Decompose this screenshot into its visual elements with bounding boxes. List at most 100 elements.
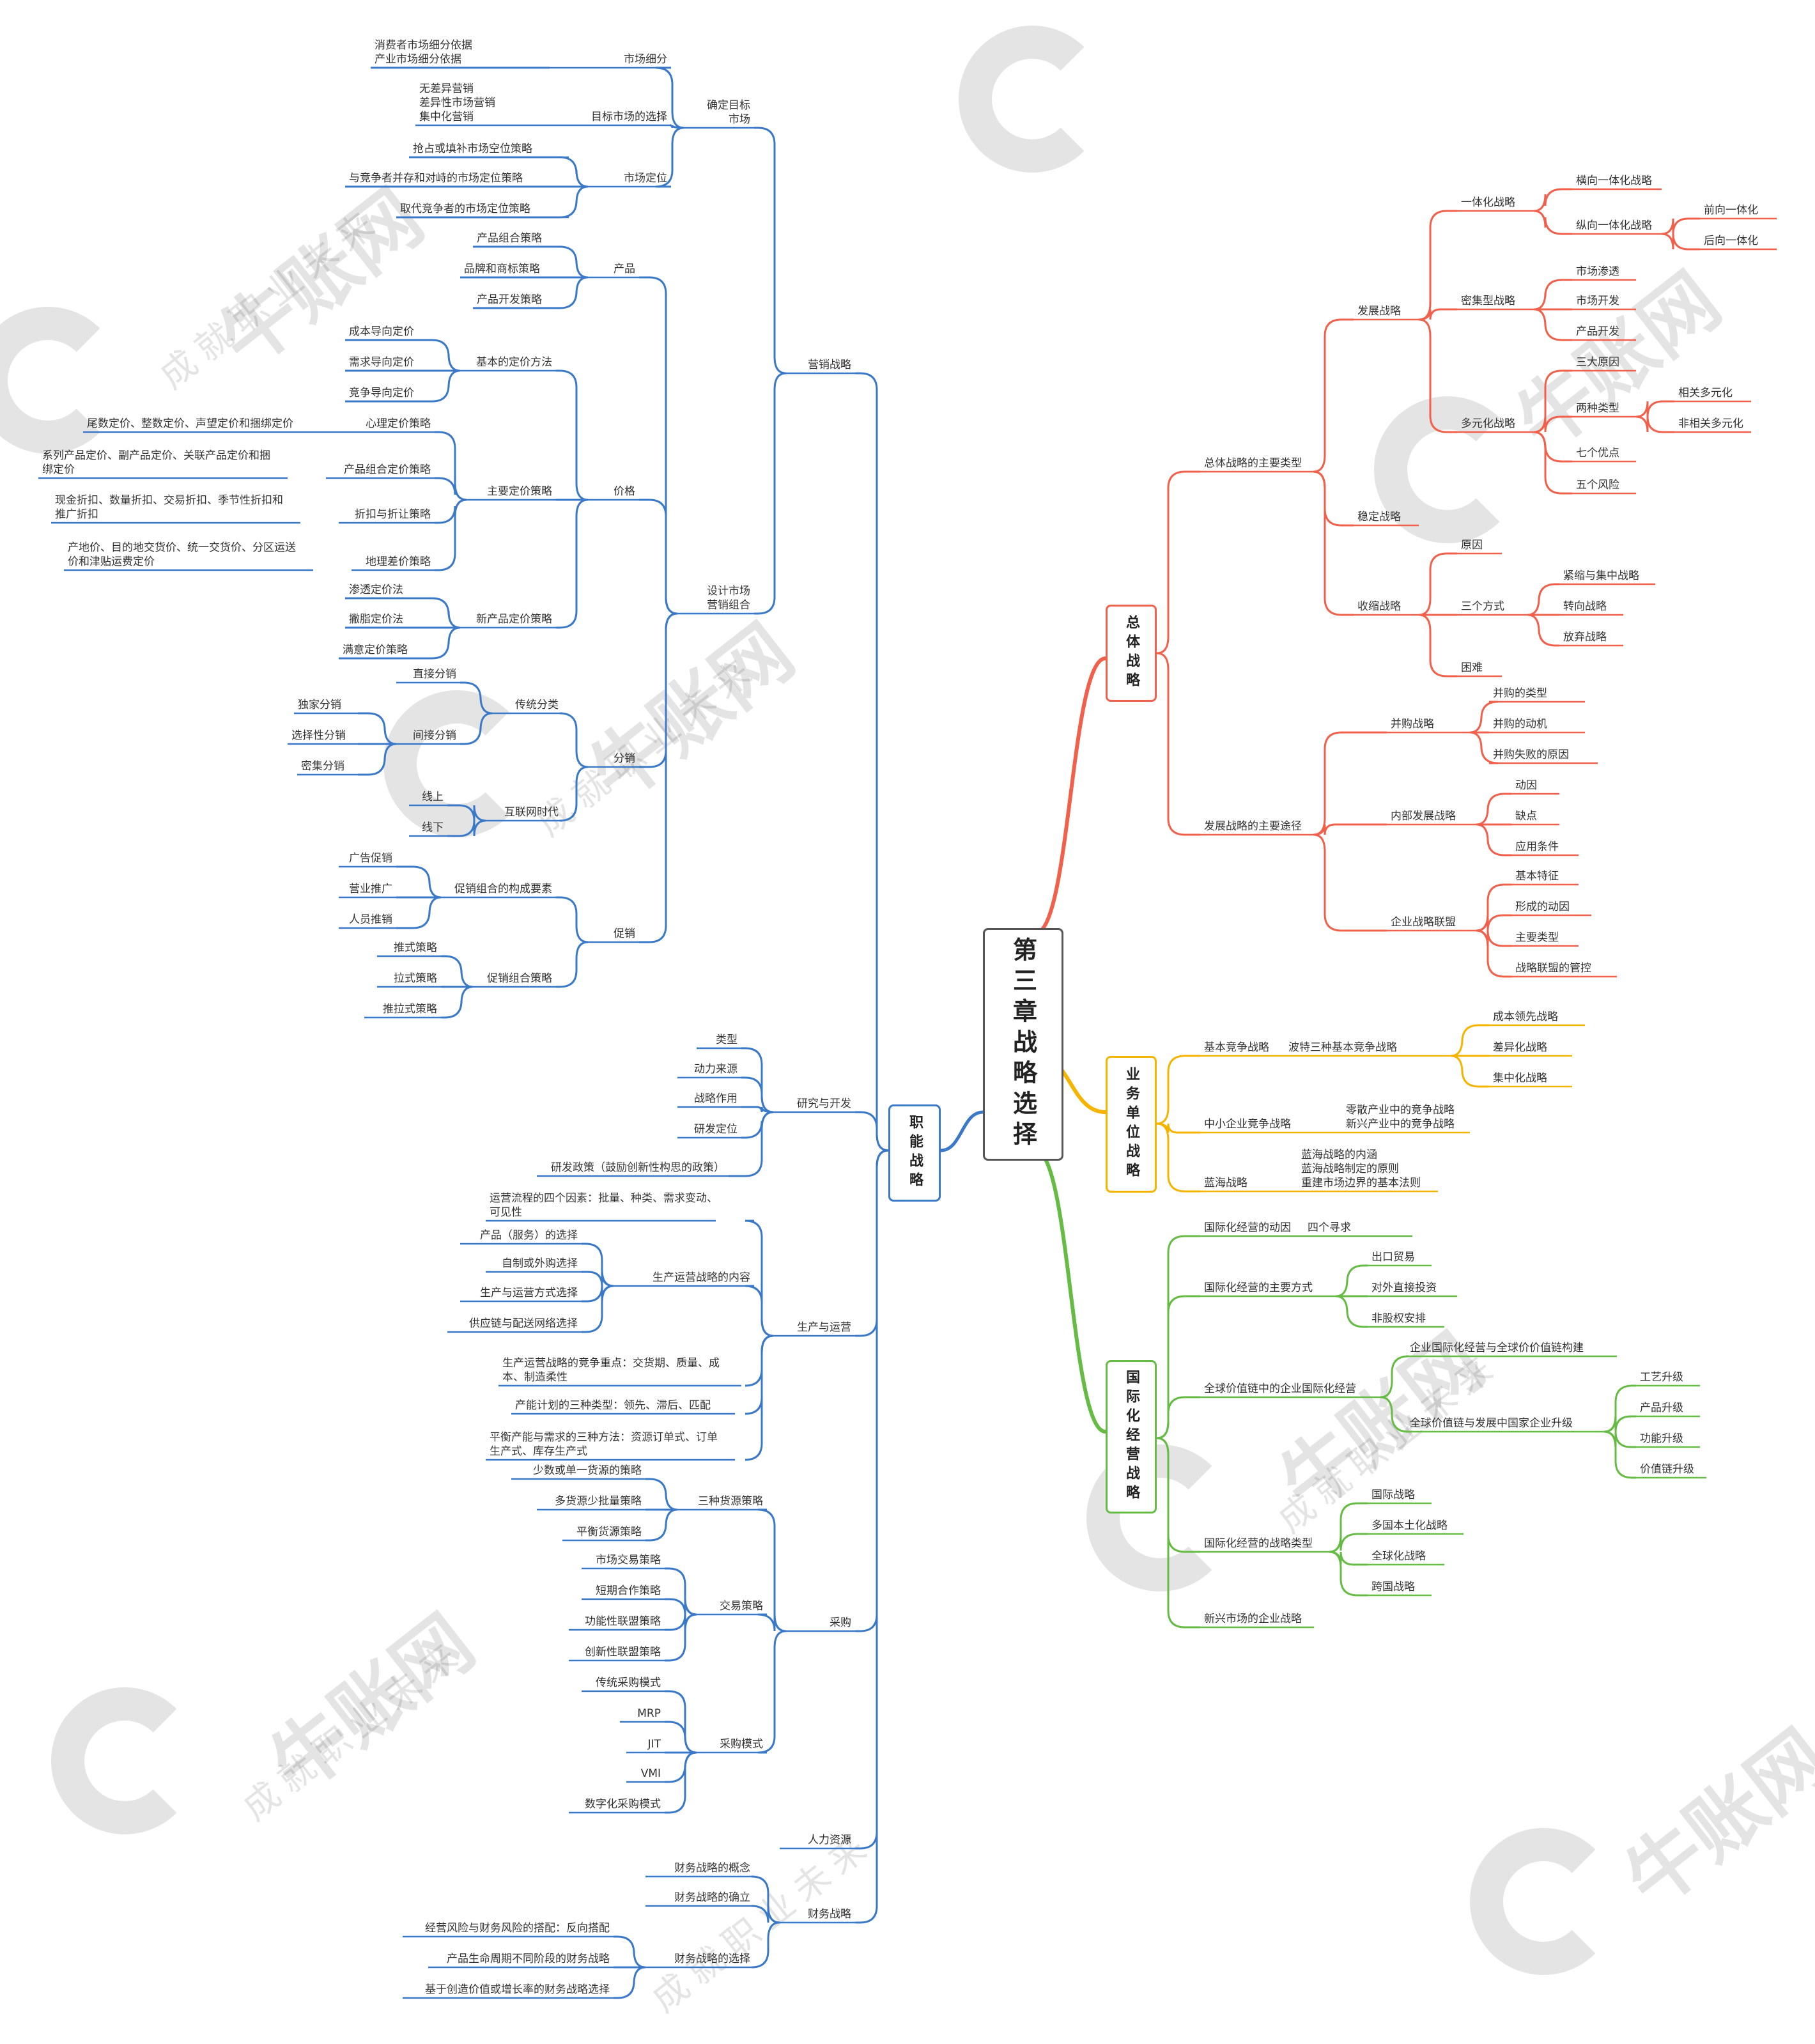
branch-international-strategy[interactable]: 国际化经营战略: [1106, 1360, 1157, 1514]
node-functional-tr_1[interactable]: 市场交易策略: [596, 1554, 661, 1567]
node-business-cost[interactable]: 成本领先战略: [1493, 1010, 1558, 1023]
branch-total-strategy[interactable]: 总体战略: [1106, 605, 1157, 702]
node-functional-offline[interactable]: 线下: [422, 821, 444, 834]
node-functional-ops_balance[interactable]: 平衡产能与需求的三种方法：资源订单式、订单: [490, 1431, 718, 1444]
node-total-tighten[interactable]: 紧缩与集中战略: [1563, 569, 1639, 582]
node-functional-np_1[interactable]: 渗透定价法: [349, 584, 403, 596]
node-business-porter[interactable]: 波特三种基本竞争战略: [1288, 1041, 1397, 1054]
node-business-blue_1[interactable]: 蓝海战略的内涵: [1301, 1149, 1377, 1161]
node-functional-price[interactable]: 价格: [614, 485, 635, 498]
node-functional-portfolio_d[interactable]: 绑定价: [42, 463, 75, 476]
node-total-dev[interactable]: 发展战略: [1357, 305, 1401, 318]
node-functional-target[interactable]: 确定目标: [707, 99, 750, 112]
node-functional-discount_d[interactable]: 推广折扣: [55, 508, 98, 521]
node-functional-target[interactable]: 市场: [729, 113, 750, 126]
node-functional-ps_3[interactable]: 推拉式策略: [383, 1003, 437, 1016]
node-functional-pm_5[interactable]: 数字化采购模式: [585, 1798, 661, 1811]
node-total-stable[interactable]: 稳定战略: [1357, 511, 1401, 523]
node-functional-pm_2[interactable]: MRP: [637, 1707, 661, 1720]
node-total-difficulty[interactable]: 困难: [1461, 662, 1483, 674]
node-international-gvc_2[interactable]: 全球价值链与发展中国家企业升级: [1410, 1417, 1573, 1430]
node-functional-tr_3[interactable]: 功能性联盟策略: [585, 1615, 661, 1628]
node-functional-pm_1[interactable]: 传统采购模式: [596, 1676, 661, 1689]
node-functional-inten[interactable]: 密集分销: [301, 760, 344, 773]
node-functional-trad[interactable]: 传统分类: [515, 699, 559, 711]
node-functional-internet[interactable]: 互联网时代: [504, 806, 559, 819]
node-functional-oc_3[interactable]: 生产与运营方式选择: [480, 1287, 578, 1299]
node-business-blue_1[interactable]: 重建市场边界的基本法则: [1301, 1177, 1421, 1189]
node-total-abandon[interactable]: 放弃战略: [1563, 631, 1607, 644]
node-functional-basic_price[interactable]: 基本的定价方法: [476, 356, 552, 369]
node-functional-pm_4[interactable]: VMI: [641, 1767, 661, 1780]
node-functional-geo_d[interactable]: 产地价、目的地交货价、统一交货价、分区运送: [68, 541, 296, 554]
node-total-five_risks[interactable]: 五个风险: [1576, 479, 1619, 492]
node-total-ma_motive[interactable]: 并购的动机: [1493, 718, 1547, 731]
node-total-unrelated[interactable]: 非相关多元化: [1678, 417, 1743, 430]
node-functional-geo_d[interactable]: 价和津贴运费定价: [68, 555, 155, 568]
node-functional-choice_1[interactable]: 集中化营销: [419, 111, 474, 123]
node-functional-rd_2[interactable]: 动力来源: [694, 1063, 738, 1076]
node-functional-rd_3[interactable]: 战略作用: [694, 1092, 738, 1105]
node-functional-online[interactable]: 线上: [422, 791, 444, 803]
node-functional-dist[interactable]: 分销: [614, 752, 635, 765]
node-total-reason[interactable]: 原因: [1461, 539, 1483, 552]
node-business-blue[interactable]: 蓝海战略: [1204, 1177, 1247, 1189]
node-functional-rd_1[interactable]: 类型: [716, 1034, 738, 1046]
node-business-sme_1[interactable]: 零散产业中的竞争战略: [1346, 1104, 1455, 1117]
node-functional-portfolio_d[interactable]: 系列产品定价、副产品定价、关联产品定价和捆: [42, 449, 270, 462]
node-total-two_types[interactable]: 两种类型: [1576, 402, 1619, 415]
node-functional-promo[interactable]: 促销: [614, 927, 635, 940]
node-total-horiz[interactable]: 横向一体化战略: [1576, 174, 1652, 187]
node-functional-trade[interactable]: 交易策略: [720, 1600, 763, 1613]
node-international-up3[interactable]: 功能升级: [1640, 1432, 1683, 1445]
node-international-gvc_1[interactable]: 企业国际化经营与全球价价值链构建: [1410, 1342, 1584, 1354]
node-functional-oc_1[interactable]: 产品（服务）的选择: [480, 1229, 578, 1242]
node-total-diversify[interactable]: 多元化战略: [1461, 417, 1515, 430]
node-functional-seg[interactable]: 市场细分: [624, 53, 667, 66]
node-functional-prod_1[interactable]: 产品组合策略: [477, 232, 542, 245]
node-functional-indirect[interactable]: 间接分销: [413, 729, 456, 742]
node-business-sme_1[interactable]: 新兴产业中的竞争战略: [1346, 1118, 1455, 1131]
node-functional-ops_content[interactable]: 生产运营战略的内容: [653, 1271, 750, 1284]
node-functional-pe_3[interactable]: 人员推销: [349, 913, 392, 926]
node-functional-pos_1[interactable]: 抢占或填补市场空位策略: [413, 143, 532, 155]
node-total-prod_dev[interactable]: 产品开发: [1576, 325, 1619, 338]
node-functional-np_3[interactable]: 满意定价策略: [343, 644, 408, 656]
node-international-nonequity[interactable]: 非股权安排: [1371, 1312, 1426, 1325]
branch-business-strategy[interactable]: 业务单位战略: [1106, 1056, 1157, 1193]
node-functional-choice_1[interactable]: 差异性市场营销: [419, 97, 495, 109]
node-functional-ps_1[interactable]: 推式策略: [394, 941, 437, 954]
branch-functional-strategy[interactable]: 职能战略: [888, 1104, 941, 1202]
node-functional-prod_2[interactable]: 品牌和商标策略: [464, 263, 540, 275]
node-functional-fs_2[interactable]: 产品生命周期不同阶段的财务战略: [447, 1953, 610, 1965]
node-functional-pos_3[interactable]: 取代竞争者的市场定位策略: [400, 203, 530, 215]
node-total-related[interactable]: 相关多元化: [1678, 387, 1733, 399]
node-total-alliance[interactable]: 企业战略联盟: [1391, 916, 1456, 929]
node-total-retrench[interactable]: 收缩战略: [1357, 600, 1401, 613]
node-functional-fs_1[interactable]: 经营风险与财务风险的搭配：反向搭配: [425, 1922, 610, 1935]
node-international-t2[interactable]: 多国本土化战略: [1371, 1519, 1448, 1532]
node-functional-src[interactable]: 三种货源策略: [698, 1495, 763, 1508]
node-total-three_causes[interactable]: 三大原因: [1576, 356, 1619, 369]
node-functional-pos_2[interactable]: 与竞争者并存和对峙的市场定位策略: [349, 172, 523, 185]
node-total-basic_feat[interactable]: 基本特征: [1515, 870, 1559, 883]
root-node[interactable]: 第三章战略选择: [983, 928, 1063, 1161]
node-international-gvc[interactable]: 全球价值链中的企业国际化经营: [1204, 1382, 1356, 1395]
node-total-formation[interactable]: 形成的动因: [1515, 901, 1570, 913]
node-total-paths[interactable]: 发展战略的主要途径: [1204, 820, 1302, 833]
node-functional-bp_1[interactable]: 成本导向定价: [349, 325, 414, 338]
node-functional-bp_2[interactable]: 需求导向定价: [349, 356, 414, 369]
node-functional-discount[interactable]: 折扣与折让策略: [355, 508, 431, 521]
node-functional-sel[interactable]: 选择性分销: [291, 729, 346, 742]
node-total-mkt_pen[interactable]: 市场渗透: [1576, 265, 1619, 278]
node-total-mkt_dev[interactable]: 市场开发: [1576, 295, 1619, 307]
node-international-up1[interactable]: 工艺升级: [1640, 1371, 1683, 1384]
node-functional-pmode[interactable]: 采购模式: [720, 1738, 763, 1751]
node-functional-src_2[interactable]: 多货源少批量策略: [555, 1495, 642, 1508]
node-functional-prod_3[interactable]: 产品开发策略: [477, 293, 542, 306]
node-functional-rd_5[interactable]: 研发政策（鼓励创新性构思的政策）: [551, 1161, 725, 1174]
node-functional-product[interactable]: 产品: [614, 263, 635, 275]
node-business-focus[interactable]: 集中化战略: [1493, 1072, 1547, 1085]
node-functional-rd_4[interactable]: 研发定位: [694, 1123, 738, 1136]
node-international-modes[interactable]: 国际化经营的主要方式: [1204, 1281, 1313, 1294]
